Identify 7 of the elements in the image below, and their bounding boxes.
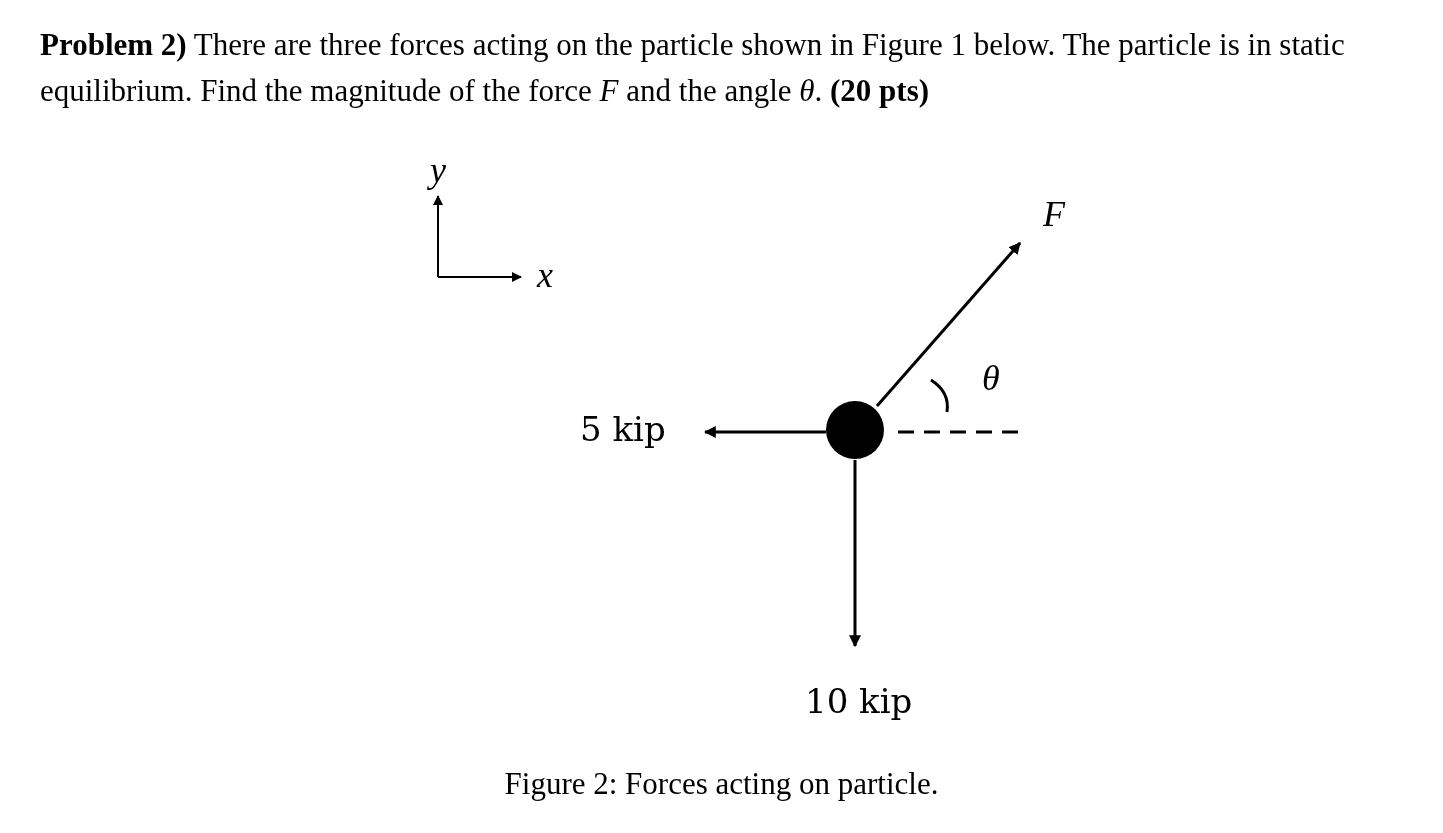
figure-caption: Figure 2: Forces acting on particle. — [503, 766, 940, 802]
axis-label: x — [537, 257, 553, 293]
force-label: F — [1043, 196, 1065, 232]
force-label: 10 kip — [805, 684, 913, 718]
force-label: 5 kip — [580, 412, 666, 446]
angle-label: θ — [982, 360, 1000, 396]
problem-statement: Problem 2) There are three forces acting on the particle shown in Figure 1 below. The particle is in static equilibrium. Find the magnitude of the force F and the angle θ. (20 pts) — [40, 26, 1346, 110]
